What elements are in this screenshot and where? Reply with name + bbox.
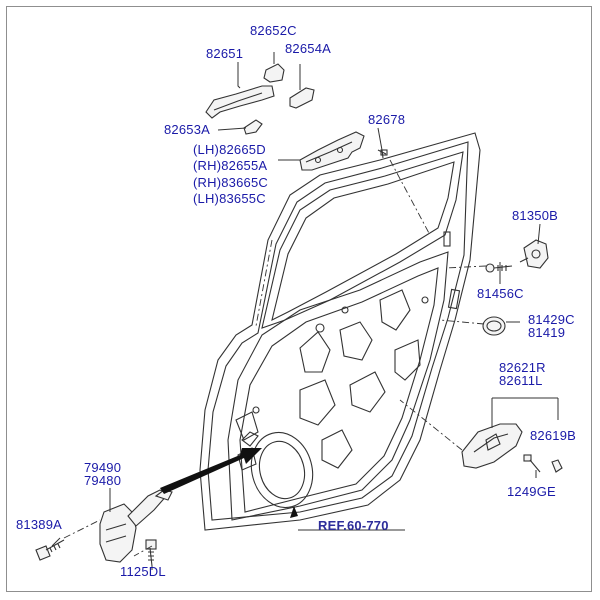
door-shell xyxy=(199,132,481,531)
cap-82652c xyxy=(263,63,285,83)
label-83665c: (RH)83665C xyxy=(193,175,268,190)
outside-handle-82651 xyxy=(205,85,275,119)
cap-82619b xyxy=(551,459,563,473)
label-82655a: (RH)82655A xyxy=(193,158,268,173)
label-83655c: (LH)83655C xyxy=(193,191,266,206)
ref-arrow xyxy=(290,506,298,518)
label-1125dl: 1125DL xyxy=(120,564,166,579)
handle-frame xyxy=(299,131,365,171)
pad-82654a xyxy=(289,87,315,109)
pad-82653a xyxy=(243,119,263,135)
screw-82678 xyxy=(377,149,388,159)
label-82678: 82678 xyxy=(368,112,406,127)
label-82654a: 82654A xyxy=(285,41,332,56)
label-82611l: 82611L xyxy=(499,373,543,388)
label-81350b: 81350B xyxy=(512,208,559,223)
assembly-dashed-lines xyxy=(63,159,487,557)
screw-81456c xyxy=(485,263,513,273)
label-81389a: 81389A xyxy=(16,517,63,532)
label-1249ge: 1249GE xyxy=(507,484,556,499)
label-82621r: 82621R xyxy=(499,360,546,375)
screw-1249ge xyxy=(523,454,541,473)
ref-label[interactable]: REF.60-770 xyxy=(318,518,389,533)
label-79480: 79480 xyxy=(84,473,122,488)
leader-lines xyxy=(51,52,559,570)
door-checker-79490 xyxy=(99,489,173,563)
label-82619b: 82619B xyxy=(530,428,577,443)
label-81429c: 81429C xyxy=(528,312,575,327)
label-82653a: 82653A xyxy=(164,122,211,137)
bolt-1125dl xyxy=(145,539,157,567)
label-82652c: 82652C xyxy=(250,23,297,38)
latch-81350b xyxy=(519,239,549,269)
label-82665d: (LH)82665D xyxy=(193,142,266,157)
label-79490: 79490 xyxy=(84,460,122,475)
label-82651: 82651 xyxy=(206,46,244,61)
assembly-arrow xyxy=(160,448,262,494)
grommet-81429c xyxy=(482,316,506,336)
inside-handle-82621r xyxy=(461,423,523,469)
bolt-81389a xyxy=(35,539,65,561)
label-81419: 81419 xyxy=(528,325,566,340)
label-81456c: 81456C xyxy=(477,286,524,301)
